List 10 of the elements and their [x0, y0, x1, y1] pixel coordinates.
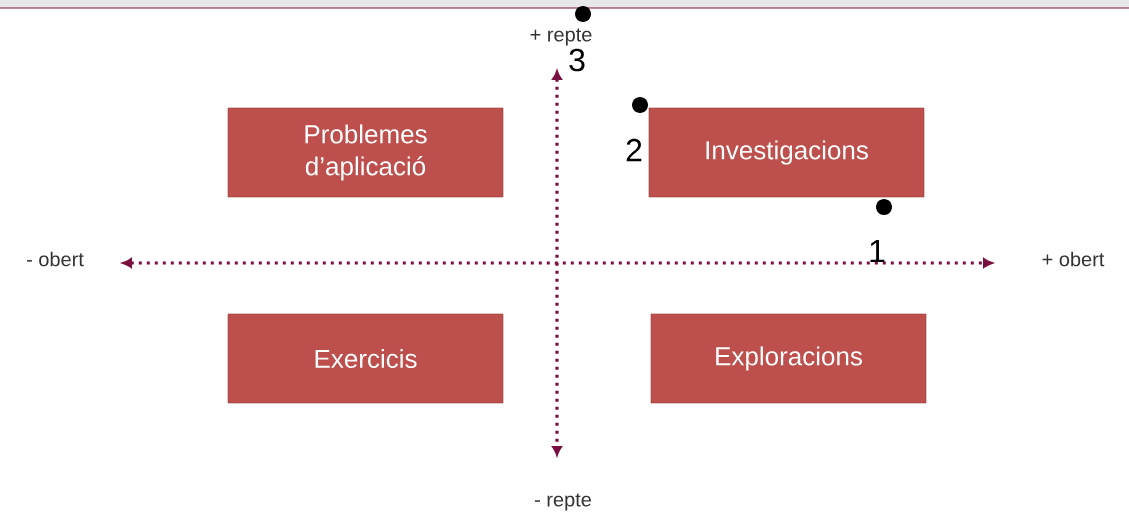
quadrant-box: Investigacions [648, 107, 925, 198]
axis-label: - obert [27, 251, 84, 267]
axis-label: + obert [1042, 251, 1105, 267]
axis-label: - repte [535, 493, 591, 511]
quadrant-box: Exploracions [650, 313, 927, 404]
callout-number: 3 [569, 48, 585, 72]
quadrant-box: Exercicis [227, 313, 504, 404]
callout-number: 1 [870, 240, 885, 262]
quadrant-box: Problemes d’aplicació [227, 107, 504, 198]
axis-label: + repte [530, 28, 592, 46]
